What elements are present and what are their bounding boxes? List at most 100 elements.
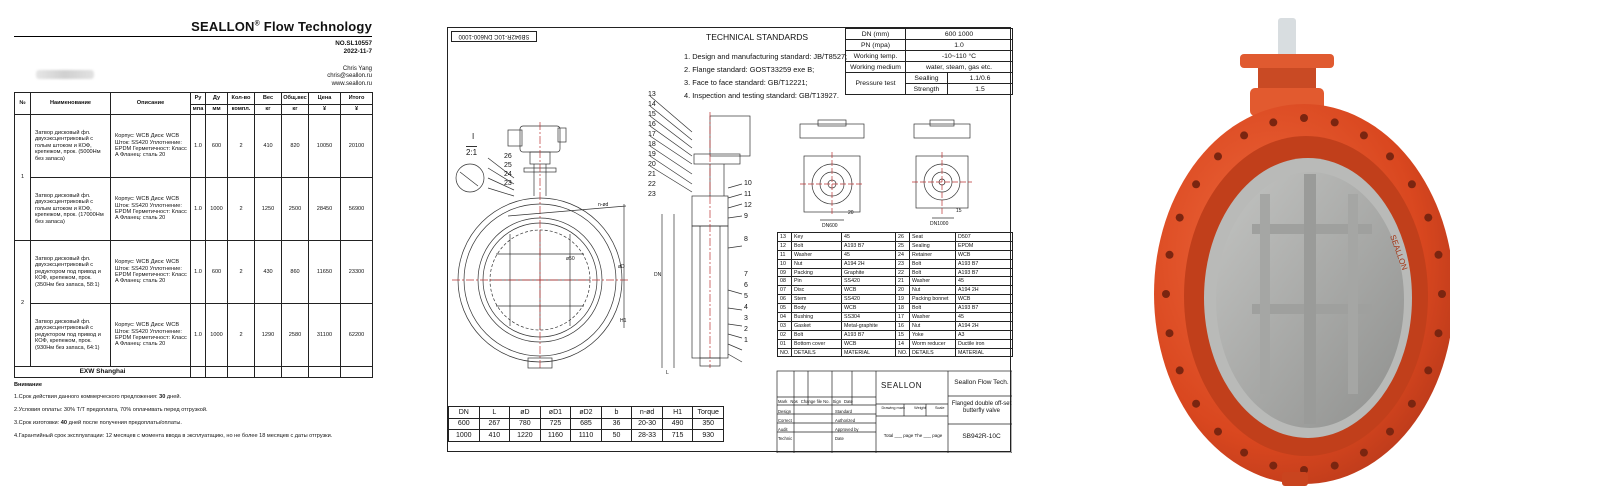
spec-value: water, steam, gas etc.	[904, 61, 1014, 73]
parts-cell: Yoke	[909, 329, 956, 340]
item-weight: 430	[254, 240, 282, 304]
company-logo: SEALLON	[881, 381, 923, 390]
parts-cell: Gasket	[791, 320, 842, 331]
parts-cell: 03	[777, 320, 792, 331]
item-name: Затвор дисковый фл. двухэксцентриковый с…	[30, 177, 111, 241]
bolt-hole	[1214, 427, 1222, 436]
product-photo: SEALLON	[1132, 14, 1454, 490]
item-qty: 2	[227, 177, 255, 241]
spec-label: DN (mm)	[845, 28, 906, 40]
bolt-hole	[1175, 213, 1184, 222]
dims-cell: 1000	[448, 429, 480, 442]
parts-cell: A193 B7	[955, 258, 1013, 269]
parts-cell: 05	[777, 303, 792, 314]
item-total: 56900	[340, 177, 373, 241]
item-weight: 1250	[254, 177, 282, 241]
table-row: 2 Затвор дисковый фл. двухэксцентриковый…	[14, 240, 373, 367]
butterfly-valve-illustration: SEALLON	[1154, 18, 1454, 486]
parts-cell: 14	[895, 338, 910, 349]
technical-drawing-sheet: SB942R-10C DN600-1000 TECHNICAL STANDARD…	[447, 27, 1014, 453]
parts-cell: 11	[777, 249, 792, 260]
contact-web: www.seallon.ru	[331, 80, 372, 87]
table-header-row: № Наименование Описание Ру Ду Кол-во Вес…	[14, 92, 373, 115]
flange-label: DN1000	[930, 221, 949, 227]
spec-label: Sealling	[905, 72, 948, 84]
unit-cell: ¥	[308, 104, 341, 115]
item-price: 11650	[308, 240, 341, 304]
table-row: 1 Затвор дисковый фл. двухэксцентриковый…	[14, 114, 373, 241]
tb-sheet: Total ___ page The ___ page	[883, 433, 943, 438]
item-description: Корпус: WCB Диск: WCB Шток: SS420 Уплотн…	[110, 240, 191, 304]
parts-cell: 45	[955, 276, 1013, 287]
title-rule	[14, 36, 372, 37]
dims-cell: 490	[661, 417, 694, 431]
parts-cell: 01	[777, 338, 792, 349]
dims-header: øD	[509, 406, 541, 419]
dims-header: n-ød	[631, 406, 663, 419]
dims-cell: 715	[661, 429, 694, 442]
table-row: Затвор дисковый фл. двухэксцентриковый с…	[15, 177, 373, 241]
item-qty: 2	[227, 240, 255, 304]
parts-cell: 15	[895, 329, 910, 340]
parts-cell: NO.	[777, 347, 792, 358]
section-label: I	[472, 132, 475, 141]
item-pn: 1.0	[190, 114, 206, 178]
parts-cell: 26	[895, 232, 910, 242]
parts-cell: Washer	[791, 249, 842, 260]
scale-label: 2:1	[466, 146, 478, 157]
item-total-weight: 2580	[281, 303, 309, 367]
bottom-stub	[1282, 472, 1308, 486]
unit-cell: мм	[205, 104, 228, 115]
dims-header: øD1	[539, 406, 572, 419]
bolt-hole	[1269, 461, 1278, 470]
note-item: 1.Срок действия данного коммерческого пр…	[14, 394, 182, 400]
drawing-stamp: SB942R-10C DN600-1000	[451, 31, 537, 42]
bolt-hole	[1330, 461, 1339, 470]
unit-cell: кг	[281, 104, 309, 115]
parts-cell: A194 2H	[955, 320, 1013, 331]
bolt-hole	[1359, 131, 1368, 140]
note-item: 4.Гарантийный срок эксплуатации: 12 меся…	[14, 433, 333, 439]
parts-cell: SS420	[841, 294, 896, 305]
dims-header: L	[478, 406, 511, 419]
group-number: 2	[14, 240, 31, 367]
dim-mark: DN	[654, 272, 662, 278]
parts-cell: A193 B7	[841, 329, 896, 340]
parts-cell: Packing	[791, 267, 842, 278]
bolt-hole	[1424, 366, 1433, 375]
spec-label: Working medium	[845, 61, 906, 73]
dims-cell: 725	[539, 417, 572, 431]
dims-cell: 28-33	[631, 429, 663, 442]
col-header: №	[14, 92, 31, 115]
col-header: Ду	[205, 92, 228, 105]
dims-cell: 50	[600, 429, 633, 442]
spec-label: Strength	[905, 83, 948, 95]
standard-item: 2. Flange standard: GOST33259 exe B;	[684, 65, 815, 74]
disc-rib	[1348, 194, 1358, 394]
bolt-hole	[1407, 180, 1416, 189]
bolt-hole	[1330, 118, 1339, 127]
quotation-document: SEALLON® Flow Technology NO.SL10557 2022…	[12, 14, 380, 484]
item-pn: 1.0	[190, 303, 206, 367]
dims-cell: 685	[570, 417, 602, 431]
disc-hub	[1304, 174, 1316, 424]
item-price: 10050	[308, 114, 341, 178]
dims-cell: 20-30	[631, 417, 663, 431]
parts-cell: 17	[895, 312, 910, 322]
parts-cell: 45	[841, 232, 896, 242]
parts-cell: 08	[777, 276, 792, 287]
dims-cell: 410	[478, 429, 511, 442]
dim-mark: ø50	[566, 256, 575, 262]
bolt-hole	[1386, 152, 1394, 161]
parts-cell: Bolt	[791, 240, 842, 251]
parts-cell: EPDM	[955, 240, 1013, 251]
dims-cell: 930	[692, 429, 724, 442]
